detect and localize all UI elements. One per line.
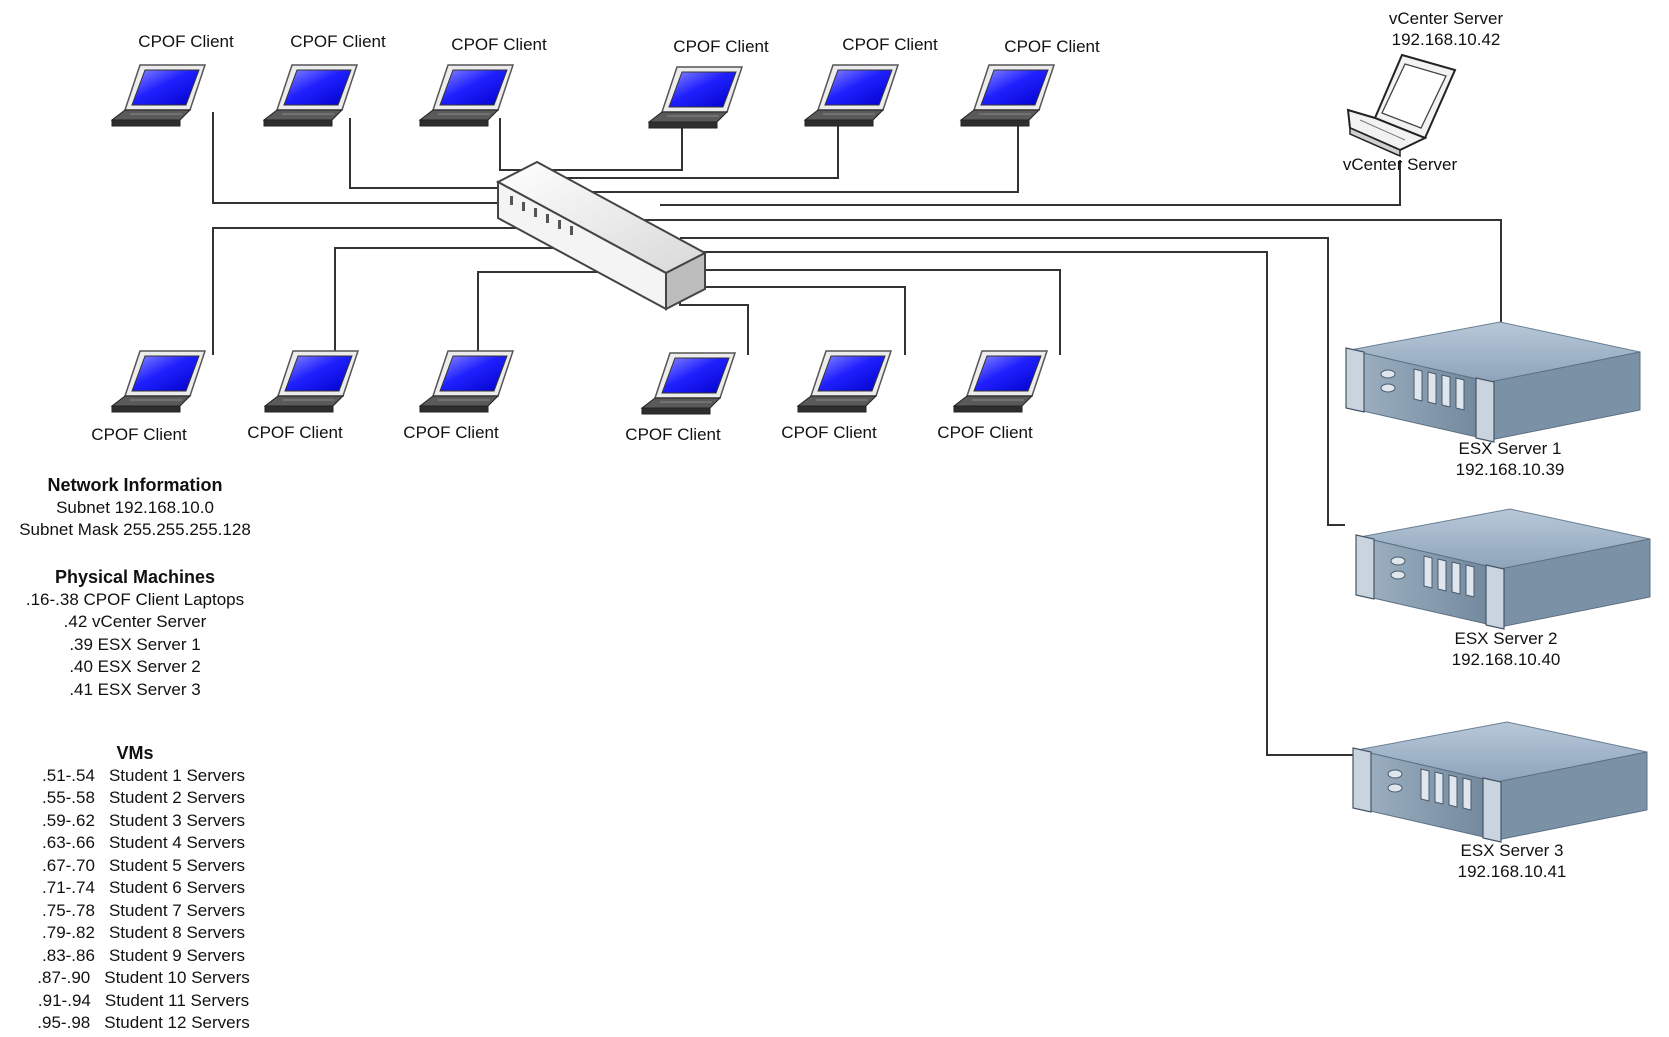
client-laptop-top-4 [648, 66, 743, 129]
esx-server-1-label: ESX Server 1 192.168.10.39 [1456, 438, 1565, 481]
physical-item: .41 ESX Server 3 [69, 679, 201, 699]
client-laptop-top-1 [111, 64, 206, 127]
esx-server-3 [1352, 721, 1648, 843]
vm-label: Student 7 Servers [108, 900, 246, 920]
physical-item: .16-.38 CPOF Client Laptops [25, 589, 245, 609]
client-label-top-6: CPOF Client [1004, 37, 1100, 56]
client-label-bottom-6: CPOF Client [937, 423, 1033, 442]
esx-server-3-ip: 192.168.10.41 [1457, 862, 1567, 882]
vm-row: .51-.54 Student 1 Servers [25, 765, 245, 788]
vcenter-label: vCenter Server [1342, 155, 1458, 174]
vm-range: .63-.66 [42, 833, 95, 852]
client-laptop-bottom-2 [264, 350, 359, 413]
vm-row: .59-.62 Student 3 Servers [25, 810, 245, 833]
client-laptop-top-2 [263, 64, 358, 127]
client-label-top-4: CPOF Client [673, 37, 769, 56]
vm-range: .51-.54 [42, 765, 95, 785]
physical-item: .40 ESX Server 2 [69, 657, 201, 676]
vm-range: .79-.82 [42, 923, 95, 942]
esx-server-1-name: ESX Server 1 [1458, 439, 1562, 458]
esx-server-2 [1355, 508, 1651, 630]
vm-row: .55-.58 Student 2 Servers [25, 787, 245, 810]
esx-server-1-ip: 192.168.10.39 [1455, 460, 1565, 480]
vm-row: .67-.70 Student 5 Servers [25, 855, 245, 878]
client-label-bottom-1: CPOF Client [91, 425, 187, 444]
vm-row: .91-.94 Student 11 Servers [21, 990, 249, 1013]
network-info-subnet: Subnet 192.168.10.0 [56, 497, 214, 517]
vms-title: VMs [116, 743, 154, 763]
vm-row: .71-.74 Student 6 Servers [25, 877, 245, 900]
vm-label: Student 8 Servers [108, 923, 246, 942]
esx-server-2-label: ESX Server 2 192.168.10.40 [1452, 628, 1561, 671]
vm-row: .87-.90 Student 10 Servers [20, 967, 250, 990]
vm-label: Student 12 Servers [104, 1013, 250, 1032]
esx-server-3-name: ESX Server 3 [1460, 841, 1564, 860]
vm-range: .55-.58 [42, 788, 95, 807]
vm-range: .75-.78 [42, 900, 95, 920]
vm-range: .67-.70 [42, 855, 95, 875]
client-label-top-1: CPOF Client [138, 32, 234, 51]
vm-label: Student 3 Servers [108, 810, 246, 830]
esx-server-2-ip: 192.168.10.40 [1451, 650, 1561, 670]
client-label-bottom-5: CPOF Client [781, 423, 877, 442]
client-laptop-bottom-1 [111, 350, 206, 413]
network-info-mask: Subnet Mask 255.255.255.128 [19, 520, 251, 539]
vm-range: .83-.86 [42, 945, 95, 965]
network-info-title: Network Information [47, 475, 223, 495]
vm-row: .79-.82 Student 8 Servers [25, 922, 245, 945]
vm-row: .83-.86 Student 9 Servers [25, 945, 245, 968]
physical-item: .42 vCenter Server [63, 612, 207, 631]
vm-label: Student 11 Servers [104, 990, 250, 1010]
client-label-bottom-3: CPOF Client [403, 423, 499, 442]
vm-range: .59-.62 [42, 810, 95, 830]
client-label-bottom-4: CPOF Client [625, 425, 721, 444]
vm-label: Student 9 Servers [108, 945, 246, 965]
vm-range: .87-.90 [37, 968, 91, 987]
client-label-top-5: CPOF Client [842, 35, 938, 54]
physical-machines-title: Physical Machines [54, 567, 216, 587]
client-label-top-2: CPOF Client [290, 32, 386, 51]
physical-machines-panel: Physical Machines .16-.38 CPOF Client La… [0, 566, 270, 701]
vcenter-ip: 192.168.10.42 [1391, 30, 1501, 50]
vm-range: .91-.94 [37, 990, 91, 1010]
client-laptop-top-3 [419, 64, 514, 127]
client-label-top-3: CPOF Client [451, 35, 547, 54]
vm-row: .75-.78 Student 7 Servers [25, 900, 245, 923]
client-laptop-bottom-6 [953, 350, 1048, 413]
vm-row: .63-.66 Student 4 Servers [25, 832, 245, 855]
esx-server-3-label: ESX Server 3 192.168.10.41 [1458, 840, 1567, 883]
vm-label: Student 4 Servers [108, 833, 246, 852]
vm-label: Student 2 Servers [108, 788, 246, 807]
client-laptop-bottom-3 [419, 350, 514, 413]
client-laptop-top-6 [960, 64, 1055, 127]
connection-lines [212, 112, 1502, 756]
vm-label: Student 10 Servers [104, 968, 250, 987]
vm-label: Student 1 Servers [108, 765, 246, 785]
client-label-bottom-2: CPOF Client [247, 423, 343, 442]
physical-item: .39 ESX Server 1 [69, 634, 201, 654]
vcenter-laptop [1346, 53, 1457, 158]
esx-server-2-name: ESX Server 2 [1454, 629, 1558, 648]
vm-row: .95-.98 Student 12 Servers [20, 1012, 250, 1035]
vm-range: .71-.74 [42, 878, 95, 897]
vm-label: Student 6 Servers [108, 878, 246, 897]
vcenter-title: vCenter Server 192.168.10.42 [1389, 8, 1503, 51]
network-info-panel: Network Information Subnet 192.168.10.0 … [0, 474, 270, 542]
vcenter-title-name: vCenter Server [1388, 9, 1504, 28]
vm-label: Student 5 Servers [108, 855, 246, 875]
client-laptop-bottom-4 [641, 352, 736, 415]
client-laptop-bottom-5 [797, 350, 892, 413]
esx-server-1 [1345, 321, 1641, 443]
vm-range: .95-.98 [37, 1013, 91, 1032]
network-switch [495, 160, 708, 311]
client-laptop-top-5 [804, 64, 899, 127]
